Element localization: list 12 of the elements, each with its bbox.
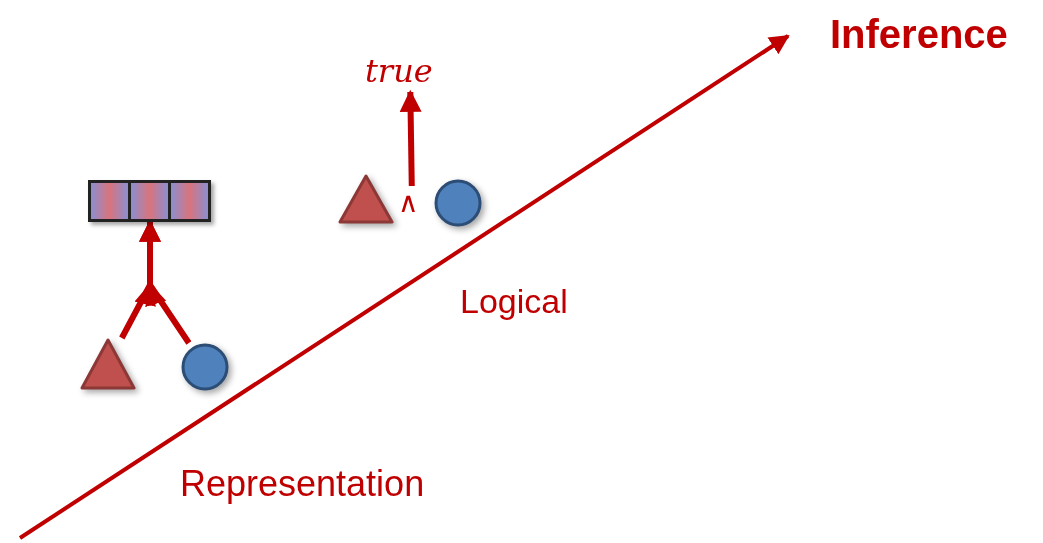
triangle-symbol bbox=[338, 174, 394, 224]
triangle-symbol bbox=[80, 338, 136, 390]
arrow bbox=[399, 89, 422, 187]
arrow bbox=[139, 221, 192, 345]
circle-symbol bbox=[434, 179, 482, 227]
output-label: true bbox=[365, 52, 433, 90]
circle-symbol bbox=[181, 343, 229, 391]
level-label: Logical bbox=[460, 282, 568, 321]
level-label: Representation bbox=[180, 463, 425, 505]
operator-symbol: ∧ bbox=[398, 186, 419, 219]
vector-drawing bbox=[88, 180, 211, 222]
axis-title: Inference bbox=[830, 12, 1008, 57]
